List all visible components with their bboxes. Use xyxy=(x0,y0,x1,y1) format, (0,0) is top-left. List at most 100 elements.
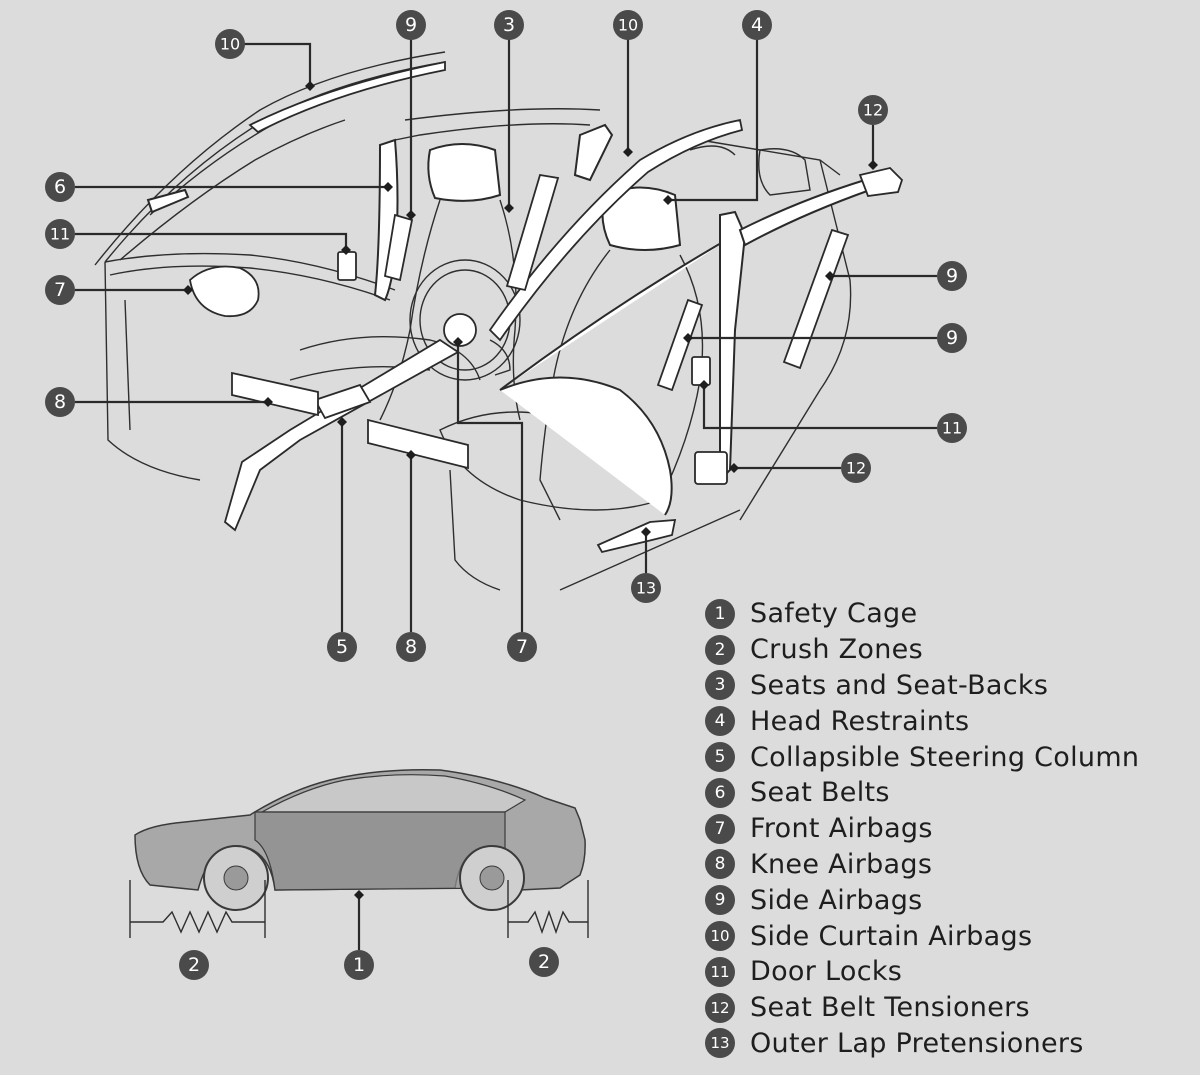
legend-label: Knee Airbags xyxy=(750,848,933,880)
legend-badge: 5 xyxy=(705,742,735,773)
interior-illustration xyxy=(94,51,872,591)
callout-10-top-center: 10 xyxy=(613,10,643,40)
callout-9-top: 9 xyxy=(396,10,426,40)
callout-number: 9 xyxy=(405,14,417,36)
seat-belt-tensioner-bottom xyxy=(694,451,728,485)
callout-11-left: 11 xyxy=(45,219,75,249)
callout-number: 8 xyxy=(405,636,417,658)
steering-hub xyxy=(443,313,477,347)
callout-number: 12 xyxy=(863,101,883,120)
legend-item: 4 Head Restraints xyxy=(705,703,1185,739)
leader-markers xyxy=(183,81,878,900)
leader-lines xyxy=(75,38,937,950)
legend-label: Head Restraints xyxy=(750,705,970,737)
side-airbag-passenger-seat xyxy=(505,173,560,292)
legend-label: Seat Belts xyxy=(750,777,890,809)
knee-airbag-right xyxy=(367,418,469,470)
callout-number: 6 xyxy=(54,176,66,198)
callout-number: 13 xyxy=(636,579,656,598)
callout-13-bottom: 13 xyxy=(631,573,661,603)
callout-number: 11 xyxy=(50,225,70,244)
legend-item: 11 Door Locks xyxy=(705,954,1185,990)
crush-zone-rear-spring xyxy=(508,909,588,935)
legend-badge: 7 xyxy=(705,813,735,844)
callout-7-bottom: 7 xyxy=(507,632,537,662)
callout-number: 1 xyxy=(353,954,365,976)
callout-2-car-front: 2 xyxy=(179,950,209,980)
car-side-view xyxy=(129,768,589,938)
legend-item: 6 Seat Belts xyxy=(705,775,1185,811)
legend-item: 9 Side Airbags xyxy=(705,882,1185,918)
legend-label: Safety Cage xyxy=(750,598,918,630)
callout-5-bottom: 5 xyxy=(327,632,357,662)
callout-1-car-center: 1 xyxy=(344,950,374,980)
door-lock-left xyxy=(337,251,357,281)
callout-number: 12 xyxy=(846,459,866,478)
car-front-wheel-hub xyxy=(223,865,249,891)
callout-8-left: 8 xyxy=(45,387,75,417)
legend-badge: 11 xyxy=(705,956,735,987)
callout-9-right-upper: 9 xyxy=(937,261,967,291)
callout-number: 10 xyxy=(220,35,240,54)
callout-10-top-left: 10 xyxy=(215,29,245,59)
legend-badge: 13 xyxy=(705,1028,735,1059)
callout-number: 10 xyxy=(618,16,638,35)
legend-item: 13 Outer Lap Pretensioners xyxy=(705,1026,1185,1062)
callout-number: 3 xyxy=(503,14,515,36)
seat-belt-tensioner-top xyxy=(858,167,904,197)
legend-badge: 10 xyxy=(705,921,735,952)
callout-number: 7 xyxy=(54,279,66,301)
callout-number: 9 xyxy=(946,265,958,287)
callout-2-car-rear: 2 xyxy=(529,947,559,977)
legend-label: Seats and Seat-Backs xyxy=(750,669,1049,701)
crush-zone-front-spring xyxy=(130,910,265,934)
outer-lap-pretensioner xyxy=(596,519,677,554)
door-lock-right xyxy=(691,356,711,386)
legend-item: 7 Front Airbags xyxy=(705,811,1185,847)
car-glasshouse xyxy=(259,774,527,813)
callout-number: 9 xyxy=(946,327,958,349)
callout-4-top: 4 xyxy=(742,10,772,40)
callout-number: 4 xyxy=(751,14,763,36)
passenger-front-airbag xyxy=(189,265,260,318)
callout-9-right-lower: 9 xyxy=(937,323,967,353)
callout-6-left: 6 xyxy=(45,172,75,202)
legend-item: 2 Crush Zones xyxy=(705,632,1185,668)
legend-label: Seat Belt Tensioners xyxy=(750,992,1030,1024)
callout-11-right: 11 xyxy=(937,413,967,443)
side-airbag-rear xyxy=(782,228,850,370)
callout-12-right: 12 xyxy=(841,453,871,483)
legend-label: Door Locks xyxy=(750,956,903,988)
legend-label: Front Airbags xyxy=(750,813,933,845)
side-curtain-airbag-right xyxy=(488,118,744,342)
side-curtain-airbag-left xyxy=(248,60,446,134)
callout-number: 11 xyxy=(942,419,962,438)
callout-8-bottom: 8 xyxy=(396,632,426,662)
side-airbag-left-door xyxy=(383,213,414,282)
legend-label: Collapsible Steering Column xyxy=(750,741,1140,773)
collapsible-steering-column xyxy=(223,338,460,532)
safety-cage-panel xyxy=(254,811,506,891)
legend-label: Outer Lap Pretensioners xyxy=(750,1027,1084,1059)
legend-badge: 4 xyxy=(705,706,735,737)
callout-number: 8 xyxy=(54,391,66,413)
legend-item: 8 Knee Airbags xyxy=(705,847,1185,883)
callout-7-left: 7 xyxy=(45,275,75,305)
callout-badges: 10 9 3 10 4 12 6 11 7 8 9 9 11 12 13 5 8… xyxy=(45,10,967,980)
legend-badge: 2 xyxy=(705,634,735,665)
legend-label: Side Curtain Airbags xyxy=(750,920,1033,952)
legend-label: Side Airbags xyxy=(750,884,923,916)
legend-badge: 9 xyxy=(705,885,735,916)
callout-number: 7 xyxy=(516,636,528,658)
legend-badge: 6 xyxy=(705,777,735,808)
legend-label: Crush Zones xyxy=(750,634,923,666)
callout-3-top: 3 xyxy=(494,10,524,40)
legend-item: 10 Side Curtain Airbags xyxy=(705,918,1185,954)
callout-number: 2 xyxy=(538,951,550,973)
legend-badge: 8 xyxy=(705,849,735,880)
